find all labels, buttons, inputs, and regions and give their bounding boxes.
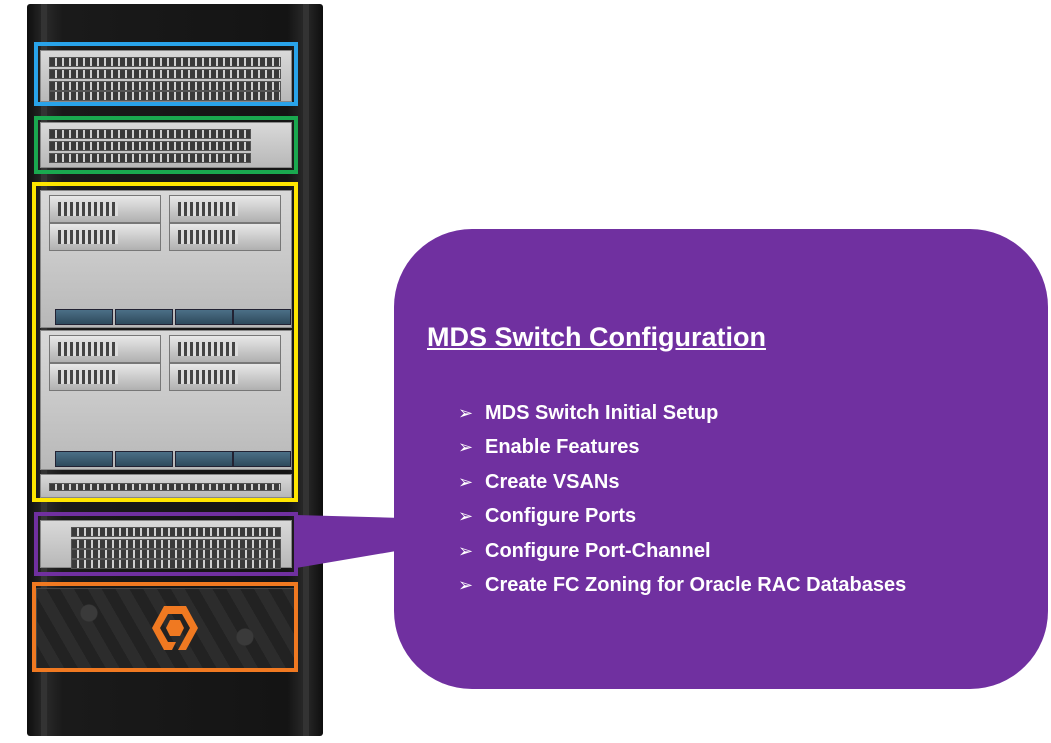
arrow-bullet-icon: ➢: [458, 540, 474, 561]
arrow-bullet-icon: ➢: [458, 506, 474, 527]
rack-rail-right: [303, 4, 309, 736]
highlight-storage-array: [32, 582, 298, 672]
step-label: Create VSANs: [485, 470, 620, 493]
pure-storage-logo-icon: [152, 606, 198, 650]
highlight-ucs-chassis: [32, 182, 298, 502]
step-label: Configure Ports: [485, 505, 637, 528]
ucs-chassis-lower: [40, 330, 292, 470]
step-label: Enable Features: [485, 436, 640, 459]
network-switch-pair: [40, 50, 292, 102]
ucs-chassis-upper: [40, 190, 292, 328]
list-item: ➢ Configure Ports: [458, 500, 906, 535]
panel-title: MDS Switch Configuration: [427, 322, 766, 352]
list-item: ➢ MDS Switch Initial Setup: [458, 396, 906, 431]
mds-switch-pair: [40, 520, 292, 569]
list-item: ➢ Create VSANs: [458, 465, 906, 500]
list-item: ➢ Create FC Zoning for Oracle RAC Databas…: [458, 569, 906, 604]
step-list: ➢ MDS Switch Initial Setup ➢ Enable Featur…: [458, 396, 906, 603]
highlight-network-switches: [34, 42, 298, 106]
fabric-interconnect-pair: [40, 122, 292, 168]
arrow-bullet-icon: ➢: [458, 575, 474, 596]
arrow-bullet-icon: ➢: [458, 471, 474, 492]
step-label: MDS Switch Initial Setup: [485, 401, 719, 424]
step-label: Create FC Zoning for Oracle RAC Database…: [485, 574, 907, 597]
list-item: ➢ Configure Port-Channel: [458, 534, 906, 569]
arrow-bullet-icon: ➢: [458, 437, 474, 458]
arrow-bullet-icon: ➢: [458, 402, 474, 423]
step-label: Configure Port-Channel: [485, 539, 711, 562]
rack-server: [40, 474, 292, 498]
list-item: ➢ Enable Features: [458, 431, 906, 466]
highlight-fabric-interconnects: [34, 116, 298, 174]
